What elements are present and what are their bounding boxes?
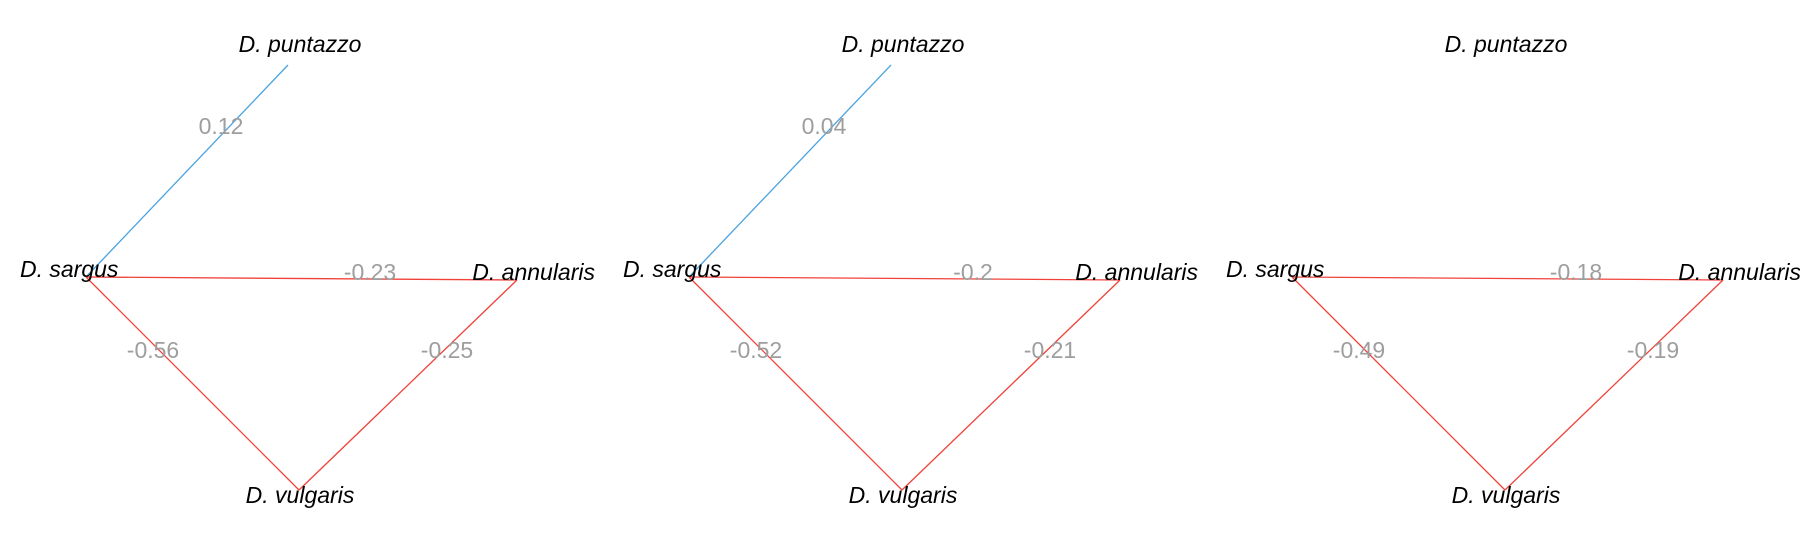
edge-sargus-puntazzo (85, 64, 289, 278)
node-label-puntazzo: D. puntazzo (1445, 31, 1568, 57)
network-panel-3: -0.18 -0.49 -0.19 D. puntazzo D. sargus D. an… (1226, 31, 1800, 508)
node-label-vulgaris: D. vulgaris (1452, 482, 1561, 508)
edge-label-sargus-vulgaris: -0.56 (127, 337, 179, 363)
edge-label-sargus-annularis: -0.23 (344, 259, 396, 285)
node-label-vulgaris: D. vulgaris (849, 482, 958, 508)
edge-sargus-annularis (85, 276, 518, 281)
edge-label-sargus-vulgaris: -0.52 (730, 337, 782, 363)
edge-label-sargus-annularis: -0.18 (1550, 259, 1602, 285)
edge-annularis-vulgaris (1504, 279, 1724, 491)
node-label-sargus: D. sargus (623, 256, 722, 282)
edge-sargus-vulgaris (1291, 276, 1506, 491)
node-label-puntazzo: D. puntazzo (842, 31, 965, 57)
node-label-annularis: D. annularis (1075, 259, 1198, 285)
edge-label-sargus-puntazzo: 0.04 (802, 113, 847, 139)
edge-sargus-vulgaris (688, 276, 903, 491)
edge-annularis-vulgaris (901, 279, 1121, 491)
node-label-sargus: D. sargus (20, 256, 119, 282)
edge-sargus-vulgaris (85, 276, 300, 491)
node-label-annularis: D. annularis (472, 259, 595, 285)
edge-label-sargus-vulgaris: -0.49 (1333, 337, 1385, 363)
node-label-sargus: D. sargus (1226, 256, 1325, 282)
edge-sargus-puntazzo (688, 64, 892, 278)
node-label-puntazzo: D. puntazzo (239, 31, 362, 57)
node-label-vulgaris: D. vulgaris (246, 482, 355, 508)
edge-label-annularis-vulgaris: -0.21 (1024, 337, 1076, 363)
edge-sargus-annularis (688, 276, 1121, 281)
edge-annularis-vulgaris (298, 279, 518, 491)
edge-label-annularis-vulgaris: -0.25 (421, 337, 473, 363)
node-label-annularis: D. annularis (1678, 259, 1800, 285)
edge-sargus-annularis (1291, 276, 1724, 281)
edge-label-sargus-puntazzo: 0.12 (199, 113, 244, 139)
edge-label-sargus-annularis: -0.2 (953, 259, 993, 285)
edge-label-annularis-vulgaris: -0.19 (1627, 337, 1679, 363)
